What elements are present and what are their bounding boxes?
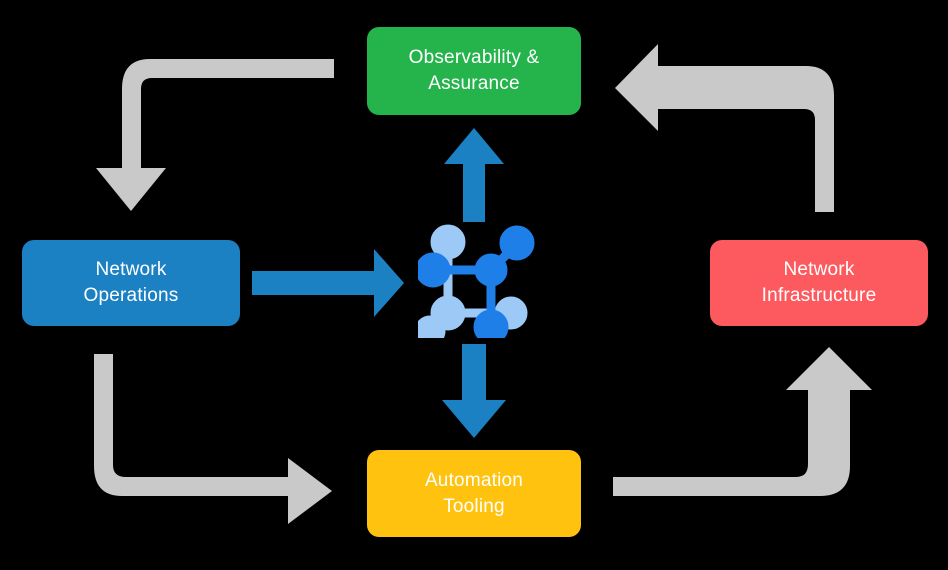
node-network-infrastructure[interactable]: Network Infrastructure: [710, 240, 928, 326]
arrow-center-to-observability: [444, 128, 504, 222]
node-network-operations[interactable]: Network Operations: [22, 240, 240, 326]
node-observability-assurance[interactable]: Observability & Assurance: [367, 27, 581, 115]
arrow-observability-to-network-operations: [96, 59, 334, 211]
arrow-center-to-automation-tooling: [442, 344, 506, 438]
network-topology-icon: [418, 224, 535, 338]
arrow-automation-tooling-to-network-infrastructure: [613, 347, 872, 496]
arrow-network-operations-to-automation-tooling: [94, 354, 332, 524]
node-automation-tooling[interactable]: Automation Tooling: [367, 450, 581, 537]
arrow-network-operations-to-center: [252, 249, 404, 317]
arrow-network-infrastructure-to-observability: [615, 44, 834, 212]
